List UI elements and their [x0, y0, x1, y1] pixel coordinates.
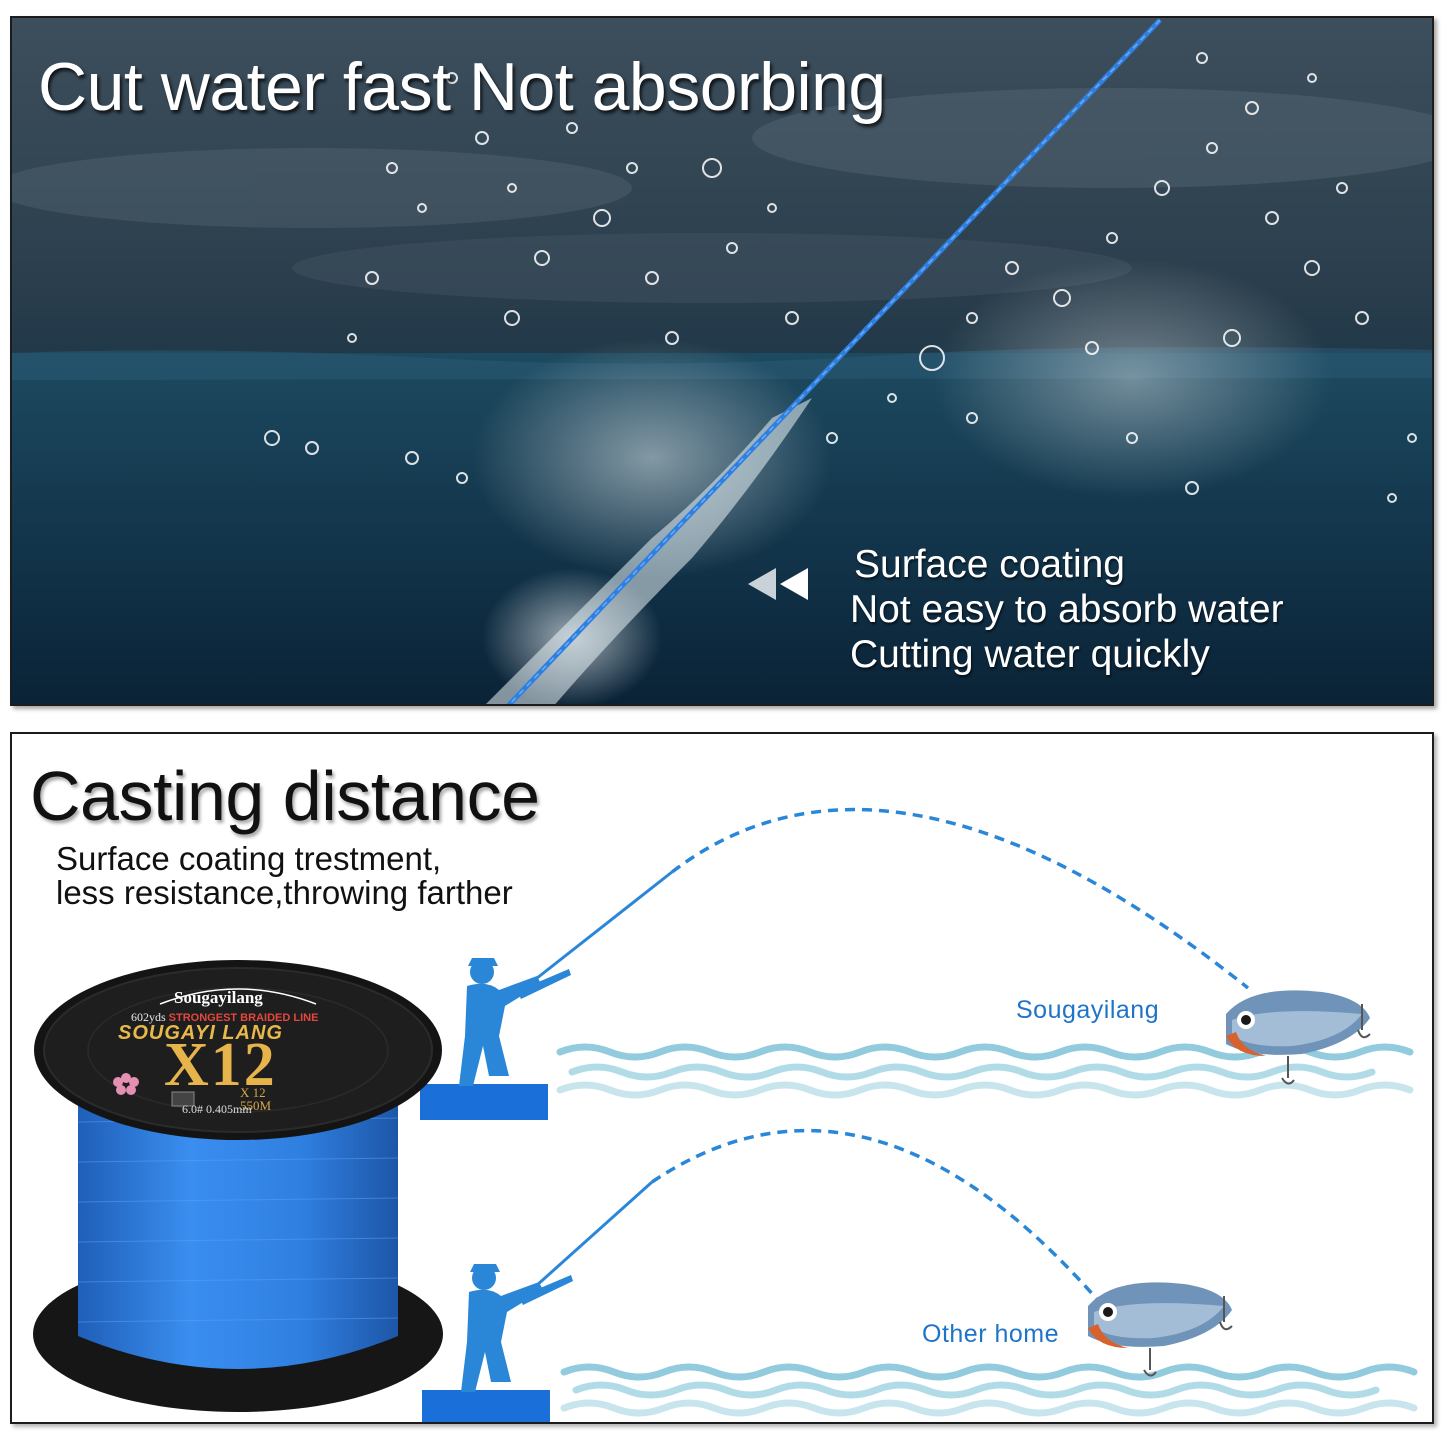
- feature-item: Not easy to absorb water: [850, 588, 1284, 631]
- casting-arc-sougayilang: [670, 807, 1250, 990]
- rod-bottom: [534, 1180, 654, 1288]
- line-spool: Sougayilang 602yds STRONGEST BRAIDED LIN…: [26, 952, 456, 1422]
- spool-name: SOUGAYI LANG: [118, 1022, 283, 1044]
- lure-icon: [1088, 1282, 1233, 1377]
- water-headline: Cut water fast Not absorbing: [38, 49, 886, 125]
- feature-list: Surface coating Not easy to absorb water…: [850, 542, 1284, 677]
- lure-icon: [1226, 990, 1371, 1085]
- water-splash: [472, 258, 1332, 704]
- casting-arc-other: [651, 1128, 1110, 1314]
- platform-top: [420, 1084, 548, 1120]
- label-other-home: Other home: [922, 1320, 1060, 1348]
- rod-top: [531, 870, 673, 984]
- spool-sub-model: X 12 550M: [240, 1085, 272, 1113]
- spool-model: X12: [164, 1031, 277, 1099]
- water-droplets: [264, 52, 1417, 503]
- casting-headline: Casting distance: [30, 757, 540, 835]
- casting-distance-panel: Casting distance Surface coating trestme…: [10, 732, 1434, 1424]
- water-waves-bottom: [560, 1363, 1418, 1417]
- spool-length-line: 602yds STRONGEST BRAIDED LINE: [131, 1010, 319, 1024]
- description-line: less resistance,throwing farther: [56, 874, 513, 911]
- spool-graphic: [33, 960, 443, 1412]
- label-sougayilang: Sougayilang: [1016, 996, 1160, 1024]
- water-splash-scene: [12, 18, 1432, 704]
- angler-silhouette-top: [420, 958, 571, 1120]
- spool-spec: 6.0# 0.405mm: [182, 1102, 252, 1116]
- cherry-blossom-icon: [113, 1073, 139, 1095]
- spool-brand: Sougayilang: [174, 988, 263, 1007]
- feature-item: Cutting water quickly: [850, 633, 1210, 676]
- angler-silhouette-bottom: [422, 1264, 573, 1422]
- sky-clouds: [12, 88, 1432, 303]
- feature-item: Surface coating: [854, 543, 1126, 586]
- water-cutting-panel: Cut water fast Not absorbing Surface coa…: [10, 16, 1434, 706]
- description-line: Surface coating trestment,: [56, 840, 442, 877]
- casting-description: Surface coating trestment, less resistan…: [56, 842, 513, 910]
- casting-comparison-scene: [420, 807, 1418, 1422]
- double-left-arrow-icon: [748, 568, 808, 600]
- platform-bottom: [422, 1390, 550, 1422]
